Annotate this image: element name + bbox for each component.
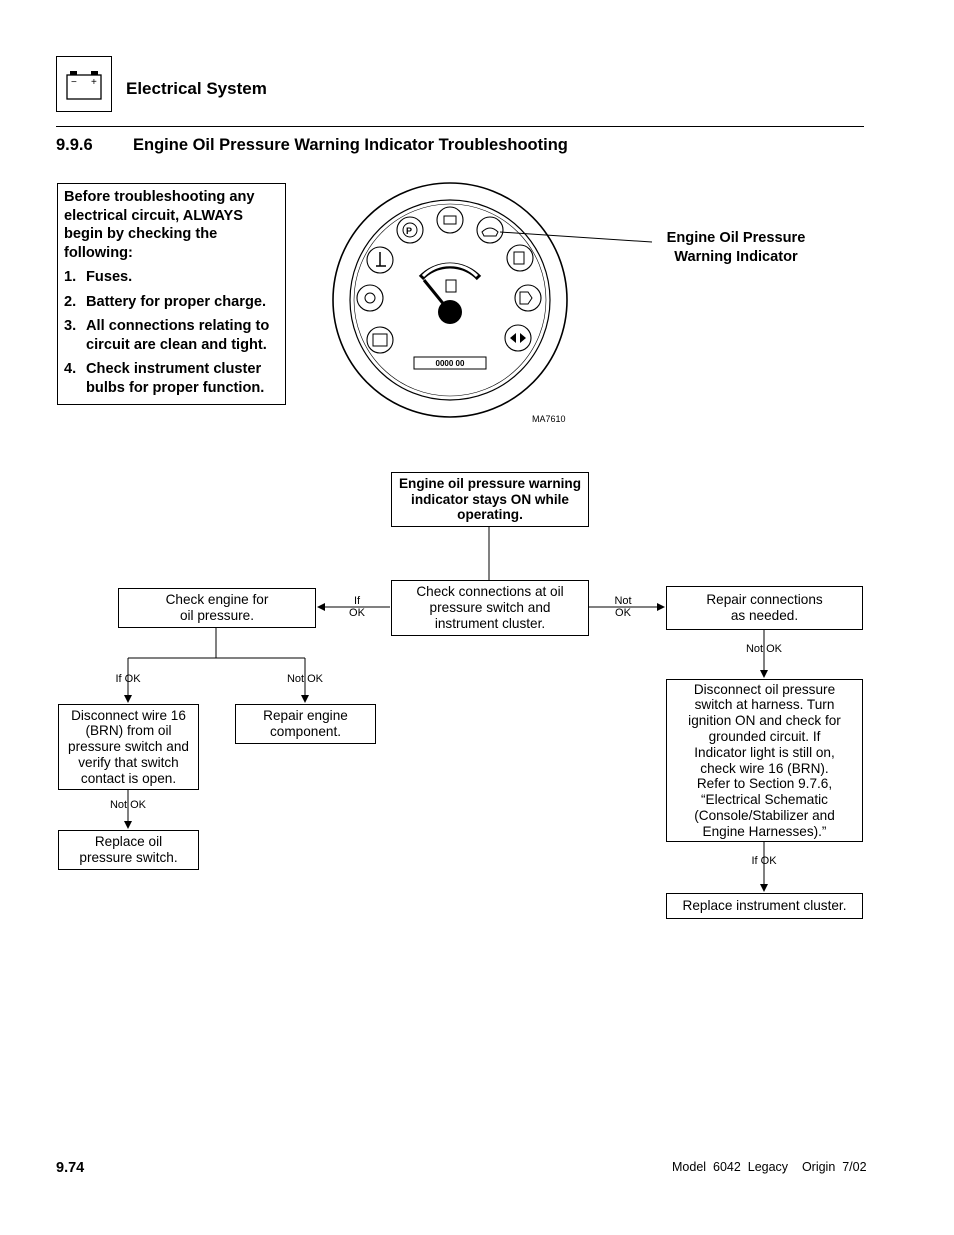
- gauge-outer-ring: [332, 182, 568, 418]
- flow-repair-engine: Repair engine component.: [235, 704, 376, 744]
- note-item: 1.Fuses.: [64, 269, 133, 285]
- subsection-title: Engine Oil Pressure Warning Indicator Tr…: [133, 136, 568, 154]
- callout-label: Engine Oil Pressure Warning Indicator: [666, 230, 806, 265]
- hourmeter: [413, 356, 487, 370]
- section-title: Electrical System: [126, 79, 267, 98]
- subsection-heading: 9.9.6 Engine Oil Pressure Warning Indicat…: [56, 136, 568, 155]
- flow-disconnect-harness: Disconnect oil pressure switch at harnes…: [666, 679, 863, 842]
- label-not-ok: Not OK: [286, 673, 324, 685]
- oil-pressure-icon: [476, 216, 504, 244]
- callout-leader: [499, 231, 653, 243]
- label-not-ok-right-col: Not OK: [745, 643, 783, 655]
- flow-start: Engine oil pressure warning indicator st…: [391, 472, 589, 527]
- note-item: 3.All connections relating to circuit ar…: [64, 318, 270, 353]
- battery-plus: +: [91, 77, 97, 88]
- note-intro: Before troubleshooting any electrical ci…: [64, 189, 255, 261]
- flow-repair-connections: Repair connections as needed.: [666, 586, 863, 630]
- parking-brake-icon: [396, 216, 424, 244]
- gauge-inner-ring: [349, 199, 551, 401]
- note-item: 2.Battery for proper charge.: [64, 293, 267, 310]
- turn-signal-icon: [504, 324, 532, 352]
- transmission-icon: [356, 284, 384, 312]
- label-if-ok: If OK: [115, 673, 141, 685]
- model-info: Model 6042 Legacy Origin 7/02: [672, 1160, 867, 1174]
- flow-disconnect-wire: Disconnect wire 16 (BRN) from oil pressu…: [58, 704, 199, 790]
- parking-brake-letter: P: [406, 226, 412, 236]
- page-number: 9.74: [56, 1160, 85, 1176]
- flow-check-engine: Check engine for oil pressure.: [118, 588, 316, 628]
- label-if-ok-right-col: If OK: [751, 855, 777, 867]
- battery-icon-box: − +: [56, 56, 112, 112]
- battery-warning-icon: [436, 206, 464, 234]
- label-not-ok-bottom: Not OK: [109, 799, 147, 811]
- precheck-note: Before troubleshooting any electrical ci…: [57, 183, 286, 405]
- note-list: 1.Fuses. 2.Battery for proper charge. 3.…: [64, 268, 279, 397]
- note-item: 4.Check instrument cluster bulbs for pro…: [64, 361, 265, 396]
- subsection-number: 9.9.6: [56, 136, 93, 154]
- battery-icon: − +: [66, 71, 102, 100]
- battery-minus: −: [71, 77, 77, 88]
- flow-replace-switch: Replace oil pressure switch.: [58, 830, 199, 870]
- needle-hub: [438, 300, 462, 324]
- flow-check-connections: Check connections at oil pressure switch…: [391, 580, 589, 636]
- header-rule: [56, 126, 864, 127]
- hourmeter-reading: 0000 00: [436, 359, 465, 368]
- figure-id: MA7610: [532, 414, 566, 424]
- fuel-icon: [445, 279, 457, 293]
- flow-replace-cluster: Replace instrument cluster.: [666, 893, 863, 919]
